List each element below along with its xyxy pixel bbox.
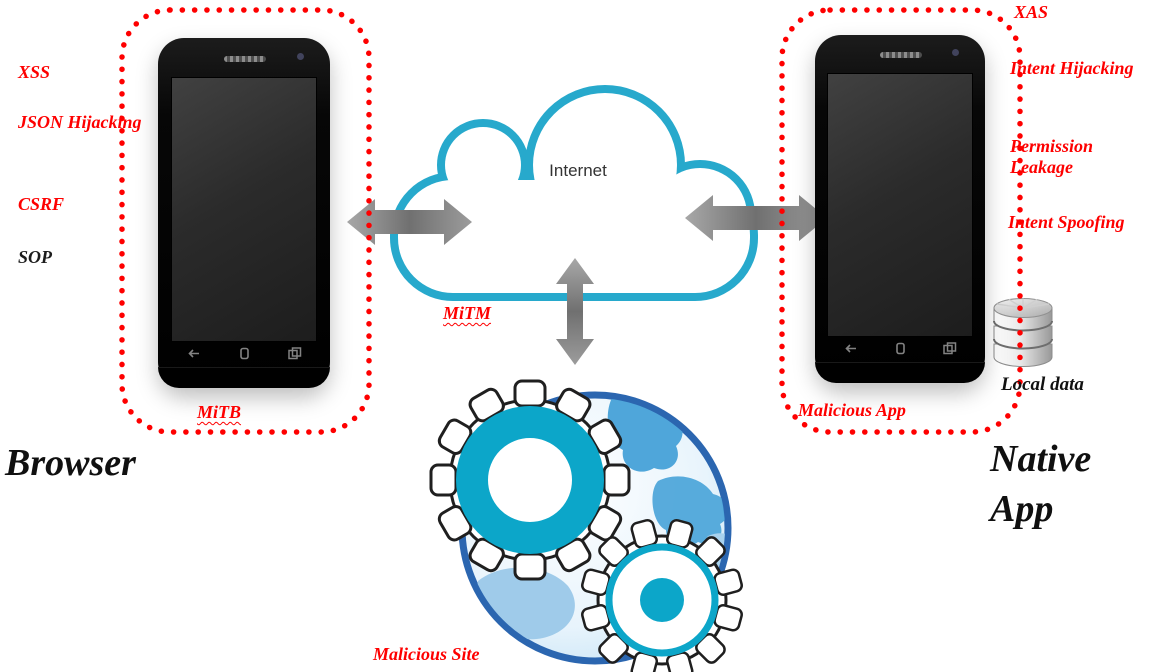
browser-phone — [158, 38, 330, 388]
speaker-grille — [224, 56, 266, 62]
native-zone-title: Native App — [990, 438, 1092, 531]
internet-label: Internet — [549, 161, 607, 180]
threat-xas: XAS — [1014, 2, 1049, 22]
network-arrows — [347, 195, 827, 365]
cloud-malicioussite-arrow-icon — [556, 258, 594, 365]
mitb-label: MiTB — [197, 402, 242, 422]
home-icon — [239, 347, 249, 359]
phone-screen — [171, 77, 317, 342]
threat-intent-hijacking: Intent Hijacking — [1010, 58, 1134, 78]
small-gear-icon — [581, 519, 743, 672]
gears-globe-icon — [429, 379, 743, 672]
recent-apps-icon — [288, 346, 302, 359]
cloud-nativeapp-arrow-icon — [685, 195, 827, 241]
camera-icon — [952, 49, 959, 56]
threat-intent-spoofing: Intent Spoofing — [1008, 212, 1125, 232]
phone-screen — [827, 73, 973, 337]
mitm-label: MiTM — [443, 303, 492, 323]
browser-cloud-arrow-icon — [347, 199, 472, 245]
camera-icon — [297, 53, 304, 60]
threat-xss: XSS — [18, 62, 51, 82]
threat-permission-leakage: Permission Leakage — [1010, 136, 1094, 177]
local-data-label: Local data — [1001, 374, 1084, 395]
recent-apps-icon — [943, 341, 957, 354]
phone-chin — [815, 362, 985, 383]
threat-json-hijacking: JSON Hijacking — [18, 112, 142, 132]
big-gear-icon — [429, 379, 631, 581]
speaker-grille — [880, 52, 922, 58]
back-icon — [845, 343, 856, 353]
malicious-site-label: Malicious Site — [373, 644, 480, 664]
browser-zone-title: Browser — [5, 442, 136, 484]
native-app-phone — [815, 35, 985, 383]
database-icon — [993, 298, 1053, 367]
back-icon — [188, 348, 199, 358]
threat-sop: SOP — [18, 247, 53, 267]
malicious-app-label: Malicious App — [798, 400, 906, 420]
home-icon — [895, 342, 905, 354]
phone-chin — [158, 367, 330, 388]
threat-csrf: CSRF — [18, 194, 65, 214]
